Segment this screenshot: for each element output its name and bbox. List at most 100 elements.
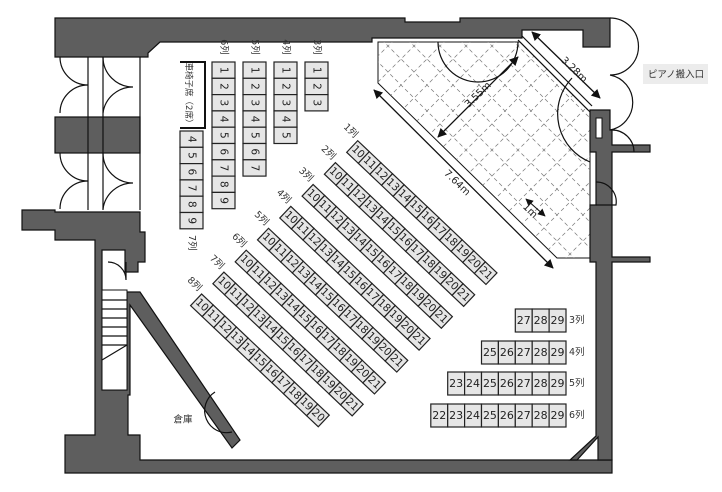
seat-number: 4 — [280, 116, 292, 123]
row-label: 4列 — [569, 346, 585, 358]
doors — [59, 17, 640, 434]
seat-number: 6 — [218, 148, 230, 155]
seat-number: 24 — [466, 409, 480, 422]
seat[interactable] — [428, 304, 454, 330]
row-label: 4列 — [274, 187, 294, 206]
seat-number: 5 — [218, 132, 230, 139]
row-label: 5列 — [252, 209, 272, 228]
seat-number: 3 — [249, 99, 261, 106]
seat-number: 3 — [311, 99, 323, 106]
seat-number: 4 — [249, 116, 261, 123]
row-label: 6列 — [569, 409, 585, 421]
column-label: 3列 — [311, 39, 323, 55]
seat-number: 4 — [218, 116, 230, 123]
seat-number: 6 — [249, 148, 261, 155]
seat[interactable] — [548, 340, 567, 365]
seat-number: 6 — [186, 168, 198, 175]
row-label: 5列 — [569, 377, 585, 389]
seat-number: 26 — [500, 346, 514, 359]
seat[interactable] — [548, 403, 567, 428]
row-label: 1列 — [341, 121, 361, 140]
seat-number: 28 — [534, 409, 548, 422]
storage-label: 倉庫 — [173, 414, 193, 426]
seat-number: 7 — [218, 165, 230, 172]
seat-number: 8 — [186, 201, 198, 208]
seat-number: 24 — [466, 377, 480, 390]
seat[interactable] — [451, 282, 476, 308]
wheelchair-label: 車椅子席（2席） — [183, 63, 194, 128]
seat-number: 7 — [249, 165, 261, 172]
seat-number: 2 — [249, 83, 261, 90]
seat[interactable] — [384, 348, 409, 373]
row-label: 3列 — [296, 165, 316, 184]
row-label: 3列 — [569, 314, 585, 326]
seat[interactable] — [548, 371, 567, 396]
seat[interactable] — [179, 211, 204, 230]
seat-number: 9 — [218, 197, 230, 204]
seat[interactable] — [304, 93, 329, 112]
seat-number: 5 — [249, 132, 261, 139]
seat-number: 5 — [186, 152, 198, 159]
seat-number: 25 — [483, 346, 497, 359]
row-label: 2列 — [319, 143, 339, 162]
seat-number: 3 — [280, 99, 292, 106]
seat-number: 28 — [534, 377, 548, 390]
seat-number: 23 — [449, 409, 463, 422]
seat-number: 27 — [517, 346, 531, 359]
row-label: 8列 — [185, 274, 205, 293]
seat-number: 29 — [551, 314, 565, 327]
seat[interactable] — [548, 308, 567, 333]
seat-number: 27 — [517, 409, 531, 422]
seat-number: 22 — [432, 409, 446, 422]
seat-number: 26 — [500, 377, 514, 390]
piano-entrance-label: ピアノ搬入口 — [648, 69, 704, 81]
seat-number: 28 — [534, 346, 548, 359]
seat-number: 3 — [218, 99, 230, 106]
seat[interactable] — [242, 159, 267, 177]
wheelchair-area — [180, 61, 206, 129]
seat-number: 23 — [449, 377, 463, 390]
seat-number: 29 — [551, 346, 565, 359]
seat[interactable] — [406, 326, 431, 352]
seat[interactable] — [362, 370, 387, 395]
column-label: 4列 — [280, 39, 292, 55]
seat-number: 27 — [517, 377, 531, 390]
seat-number: 29 — [551, 377, 565, 390]
seat-number: 2 — [280, 83, 292, 90]
seat-number: 7 — [186, 185, 198, 192]
seat-number: 27 — [517, 314, 531, 327]
seat-number: 28 — [534, 314, 548, 327]
seat-number: 1 — [249, 67, 261, 74]
seat[interactable] — [305, 403, 331, 428]
seat-number: 1 — [218, 67, 230, 74]
seat-number: 25 — [483, 409, 497, 422]
row-label: 7列 — [207, 252, 227, 271]
seat-number: 25 — [483, 377, 497, 390]
seat[interactable] — [211, 191, 236, 210]
seat-number: 9 — [186, 217, 198, 224]
seat-number: 4 — [186, 136, 198, 143]
walls — [21, 17, 651, 474]
seat-number: 1 — [311, 67, 323, 74]
seat-number: 1 — [280, 67, 292, 74]
seat[interactable] — [473, 260, 498, 286]
seat[interactable] — [339, 392, 365, 417]
row-label: 6列 — [229, 230, 249, 249]
seat-number: 2 — [311, 83, 323, 90]
seat[interactable] — [273, 126, 298, 145]
